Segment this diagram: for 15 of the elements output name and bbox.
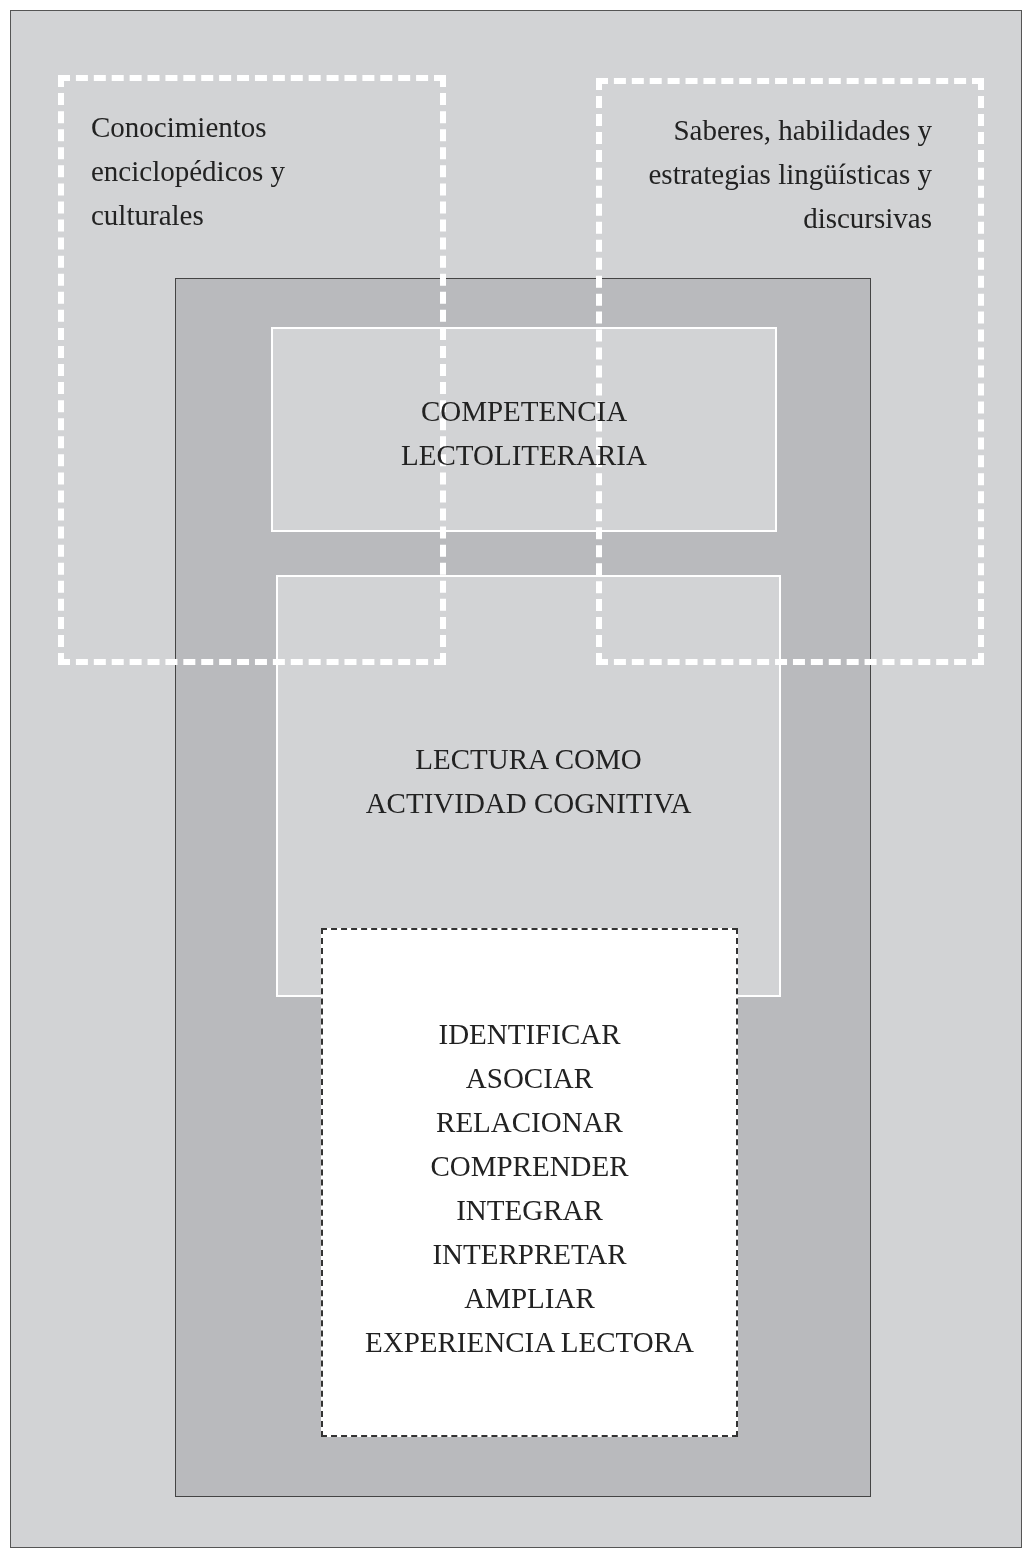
- verb-list-box: [321, 928, 738, 1437]
- verb-label: IDENTIFICAR: [438, 1017, 621, 1052]
- shaded-panel: [175, 278, 871, 1497]
- verb-label: COMPRENDER: [430, 1149, 629, 1184]
- verb-label: AMPLIAR: [464, 1281, 595, 1316]
- verb-label: ASOCIAR: [465, 1061, 594, 1096]
- verb-label: EXPERIENCIA LECTORA: [365, 1325, 694, 1360]
- verb-label: INTEGRAR: [456, 1193, 603, 1228]
- concept-label: Conocimientos enciclopédicos y culturales: [91, 110, 287, 233]
- concept-label: LECTURA COMO ACTIVIDAD COGNITIVA: [364, 742, 693, 821]
- verb-label: INTERPRETAR: [432, 1237, 627, 1272]
- concept-label: Saberes, habilidades y estrategias lingüísticas y discursivas: [647, 113, 932, 236]
- concept-label: COMPETENCIA LECTOLITERARIA: [400, 394, 648, 473]
- concept-box: [271, 327, 777, 532]
- verb-label: RELACIONAR: [436, 1105, 623, 1140]
